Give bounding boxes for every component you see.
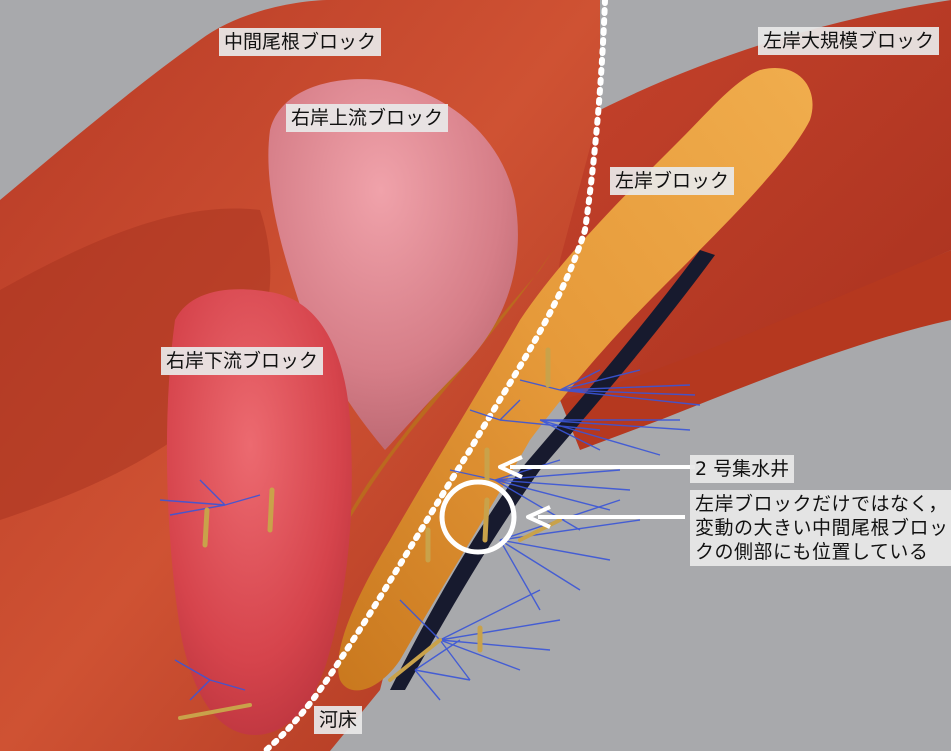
label-well-no2: 2 号集水井	[690, 455, 794, 483]
label-chuukan-one-block: 中間尾根ブロック	[219, 28, 381, 56]
label-position-note: 左岸ブロックだけではなく，変動の大きい中間尾根ブロックの側部にも位置している	[690, 490, 951, 566]
label-riverbed: 河床	[314, 706, 362, 734]
label-sagan-block: 左岸ブロック	[610, 167, 734, 195]
label-sagan-daikibo-block: 左岸大規模ブロック	[758, 27, 939, 55]
label-ugan-karyuu-block: 右岸下流ブロック	[161, 347, 323, 375]
label-ugan-jouryuu-block: 右岸上流ブロック	[286, 104, 448, 132]
